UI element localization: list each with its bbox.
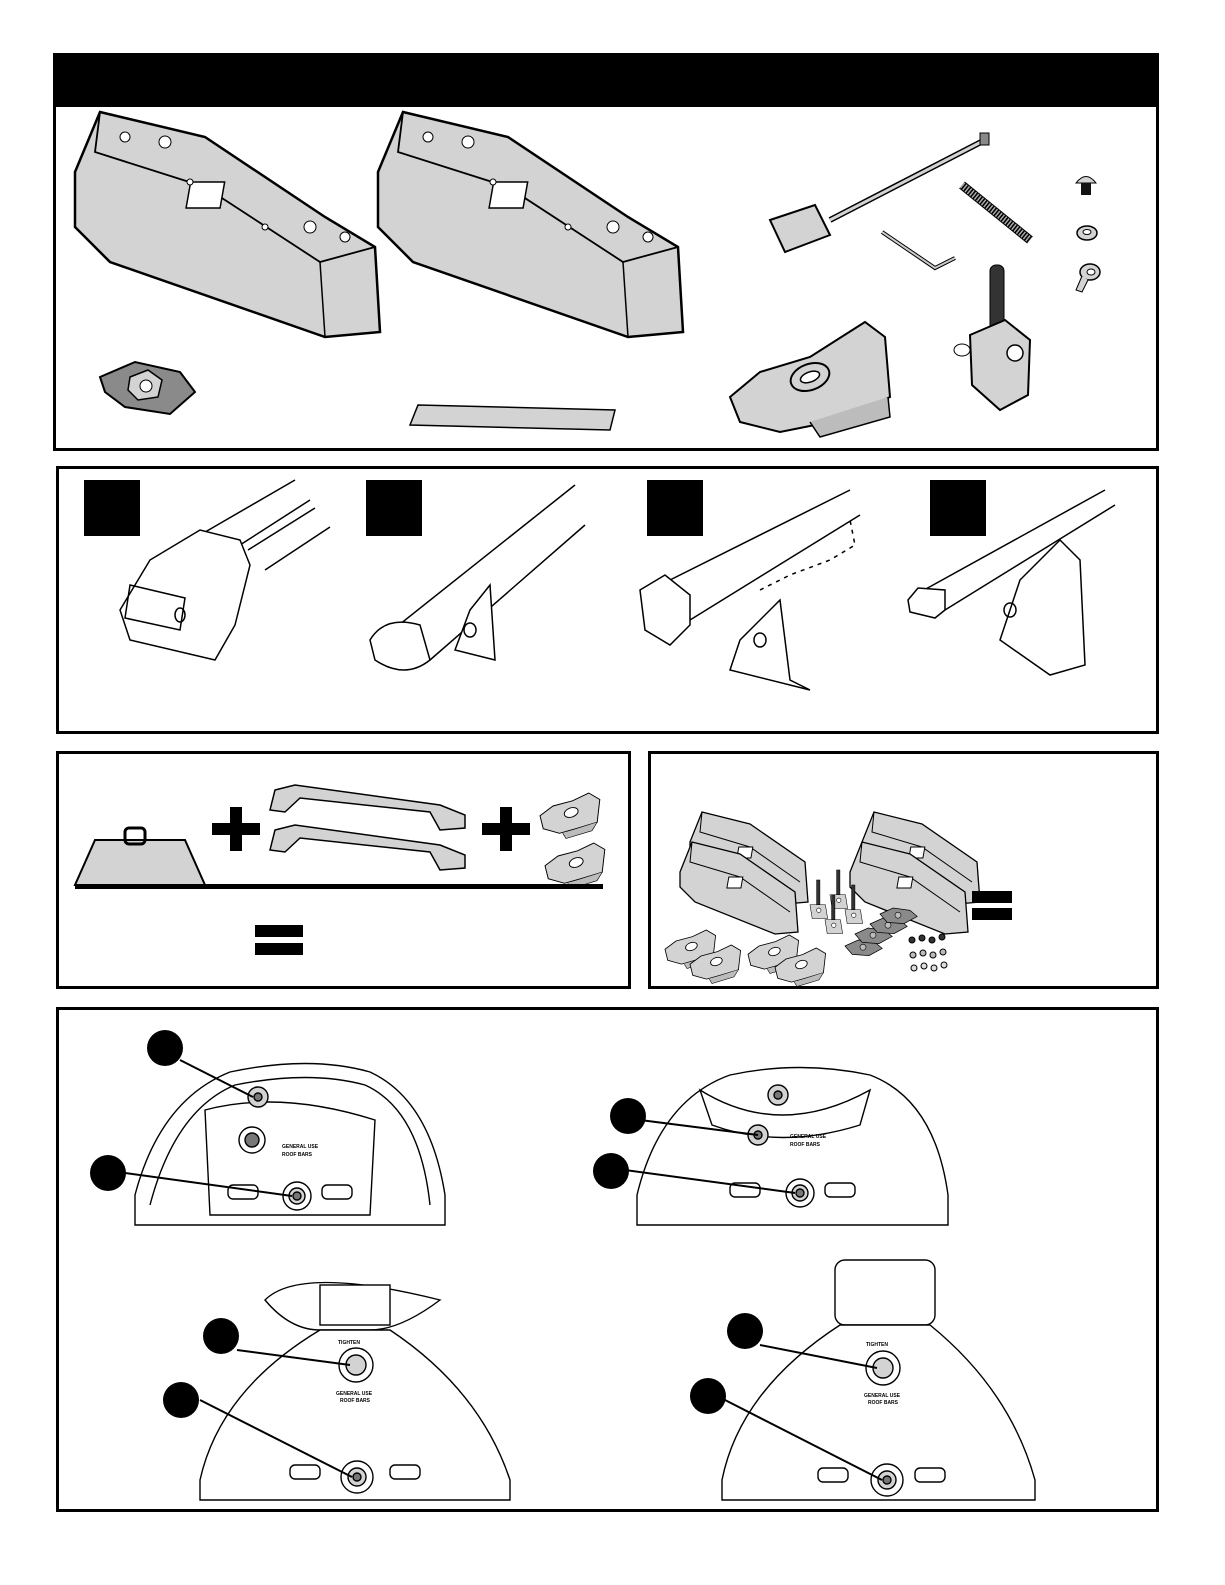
- general-use-label-a-1: GENERAL USE: [282, 1144, 319, 1150]
- foot-view-c: TIGHTEN GENERAL USE ROOF BARS: [199, 1281, 511, 1501]
- foot-view-a: GENERAL USE ROOF BARS: [134, 1062, 446, 1226]
- bar-type-2-illustration: [369, 484, 586, 671]
- foot-pad-left: [73, 110, 382, 339]
- general-use-label-c-2: ROOF BARS: [340, 1398, 371, 1404]
- general-use-label-a-2: ROOF BARS: [282, 1152, 313, 1158]
- callout-leaders: [124, 1059, 883, 1481]
- callout-d-2: [690, 1378, 726, 1414]
- plus-sign-1: [212, 807, 260, 851]
- general-use-label-d-1: GENERAL USE: [864, 1393, 901, 1399]
- foot-kit-upper: [539, 792, 601, 839]
- ring-terminal: [1075, 263, 1101, 293]
- tightening-nut: [98, 360, 197, 416]
- general-use-label-b-1: GENERAL USE: [790, 1134, 827, 1140]
- general-use-label-b-2: ROOF BARS: [790, 1142, 821, 1148]
- bar-type-3-marker: [647, 480, 703, 536]
- foot-kit-lower: [544, 842, 606, 889]
- callout-b-2: [593, 1153, 629, 1189]
- callout-c-2: [163, 1382, 199, 1418]
- callout-a-2: [90, 1155, 126, 1191]
- rubber-strip: [408, 404, 616, 431]
- foot-pad-right: [376, 110, 685, 339]
- equals-sign-left: [255, 925, 303, 955]
- bar-type-2-marker: [366, 480, 422, 536]
- threaded-rod: [959, 181, 1033, 244]
- callout-b-1: [610, 1098, 646, 1134]
- hex-key: [880, 230, 956, 271]
- foot-view-b: GENERAL USE ROOF BARS: [636, 1066, 949, 1226]
- general-use-label-c-1: GENERAL USE: [336, 1391, 373, 1397]
- foot-view-d: TIGHTEN GENERAL USE ROOF BARS: [721, 1259, 1036, 1501]
- section-header-bar: [53, 53, 1159, 107]
- fraction-line: [75, 884, 603, 889]
- roof-bar-upper: [269, 784, 466, 831]
- callout-d-1: [727, 1313, 763, 1349]
- bar-type-4-illustration: [907, 489, 1116, 676]
- weight-icon: [73, 826, 207, 886]
- bar-type-4-marker: [930, 480, 986, 536]
- bar-type-1-illustration: [119, 479, 331, 661]
- bar-type-1-marker: [84, 480, 140, 536]
- plus-sign-2: [482, 807, 530, 851]
- roof-bar-lower: [269, 824, 466, 871]
- clip-bracket: [953, 264, 1032, 412]
- kit-hardware: [908, 933, 948, 972]
- equals-sign-right: [972, 891, 1012, 921]
- clamp-bracket: [728, 320, 892, 438]
- lock-washer: [1076, 225, 1098, 241]
- tighten-label-d: TIGHTEN: [866, 1342, 888, 1348]
- tighten-label-c: TIGHTEN: [338, 1340, 360, 1346]
- tightening-tool: [768, 132, 990, 254]
- kit-bracket-1: [809, 879, 828, 919]
- callout-a-1: [147, 1030, 183, 1066]
- general-use-label-d-2: ROOF BARS: [868, 1400, 899, 1406]
- bar-type-3-illustration: [639, 489, 861, 691]
- screw: [1074, 176, 1098, 195]
- callout-c-1: [203, 1318, 239, 1354]
